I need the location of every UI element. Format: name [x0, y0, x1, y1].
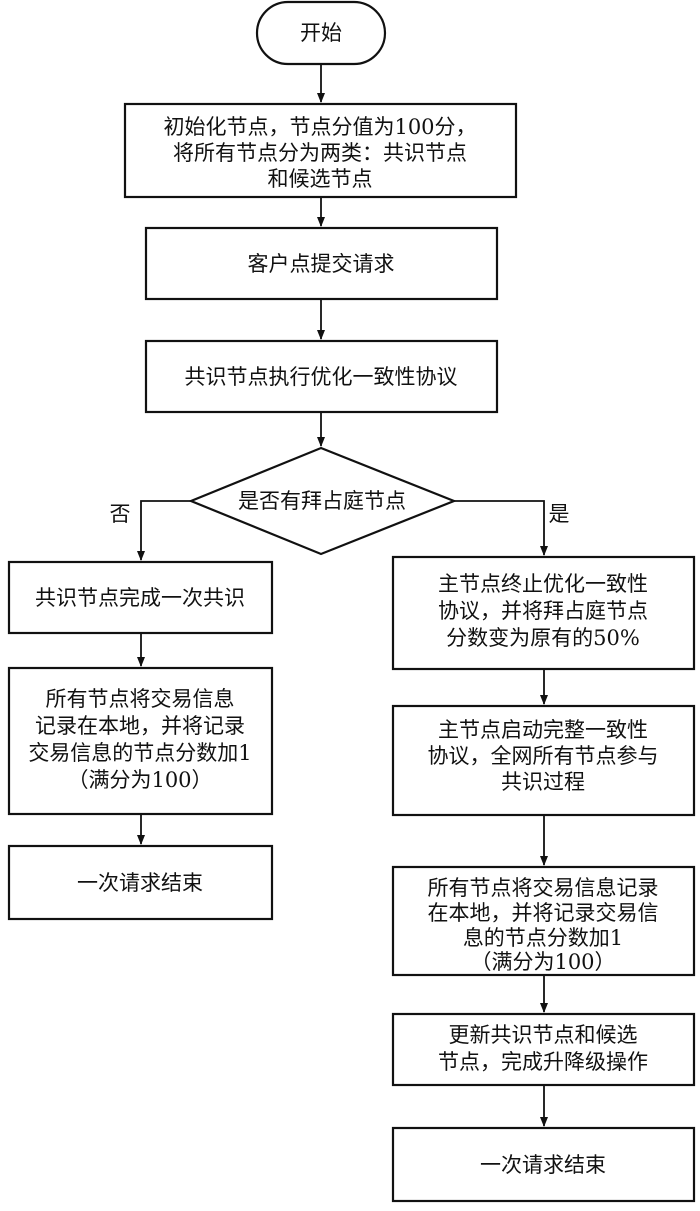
no-record-step: 所有节点将交易信息 记录在本地，并将记录 交易信息的节点分数加1 （满分为100… — [7, 666, 274, 816]
yes-record-line-1: 所有节点将交易信息记录 — [428, 876, 659, 900]
yes-end-label: 一次请求结束 — [480, 1153, 606, 1177]
yes-terminate-line-1: 主节点终止优化一致性 — [438, 572, 648, 596]
execute-step: 共识节点执行优化一致性协议 — [144, 339, 499, 414]
submit-step: 客户点提交请求 — [144, 226, 499, 301]
init-line-1: 初始化节点，节点分值为100分， — [163, 115, 476, 139]
start-label: 开始 — [300, 21, 342, 45]
no-record-line-3: 交易信息的节点分数加1 — [28, 741, 251, 765]
init-step: 初始化节点，节点分值为100分， 将所有节点分为两类：共识节点 和候选节点 — [123, 102, 518, 199]
decision-label: 是否有拜占庭节点 — [238, 489, 406, 513]
yes-update-line-2: 节点，完成升降级操作 — [438, 1050, 648, 1074]
connectors — [137, 64, 548, 1127]
decision-diamond: 是否有拜占庭节点 — [188, 446, 457, 556]
yes-full-line-3: 共识过程 — [501, 770, 585, 794]
yes-end-step: 一次请求结束 — [391, 1126, 696, 1203]
yes-record-step: 所有节点将交易信息记录 在本地，并将记录交易信 息的节点分数加1 （满分为100… — [391, 865, 696, 977]
yes-record-line-2: 在本地，并将记录交易信 — [428, 901, 659, 925]
init-line-3: 和候选节点 — [268, 167, 373, 191]
yes-full-line-2: 协议，全网所有节点参与 — [428, 744, 659, 768]
no-consensus-step: 共识节点完成一次共识 — [7, 560, 274, 635]
yes-record-line-3: 息的节点分数加1 — [463, 926, 623, 950]
no-end-label: 一次请求结束 — [77, 871, 203, 895]
no-record-line-4: （满分为100） — [67, 768, 212, 792]
start-terminal: 开始 — [255, 0, 387, 66]
init-line-2: 将所有节点分为两类：共识节点 — [173, 141, 467, 165]
yes-full-line-1: 主节点启动完整一致性 — [438, 718, 648, 742]
no-end-step: 一次请求结束 — [7, 844, 274, 921]
yes-full-step: 主节点启动完整一致性 协议，全网所有节点参与 共识过程 — [391, 704, 696, 817]
branch-yes-label: 是 — [549, 502, 570, 526]
no-consensus-label: 共识节点完成一次共识 — [35, 586, 245, 610]
no-record-line-1: 所有节点将交易信息 — [46, 687, 235, 711]
yes-update-step: 更新共识节点和候选 节点，完成升降级操作 — [391, 1012, 696, 1087]
no-record-line-2: 记录在本地，并将记录 — [35, 714, 245, 738]
branch-no-label: 否 — [110, 502, 131, 526]
arrow-decision-yes — [454, 500, 548, 556]
yes-update-line-1: 更新共识节点和候选 — [449, 1023, 638, 1047]
yes-terminate-step: 主节点终止优化一致性 协议，并将拜占庭节点 分数变为原有的50% — [391, 555, 696, 671]
arrow-decision-no — [137, 500, 191, 561]
submit-label: 客户点提交请求 — [248, 252, 395, 276]
yes-terminate-line-2: 协议，并将拜占庭节点 — [438, 599, 648, 623]
yes-record-line-4: （满分为100） — [470, 950, 615, 974]
yes-terminate-line-3: 分数变为原有的50% — [446, 626, 640, 650]
execute-label: 共识节点执行优化一致性协议 — [185, 365, 458, 389]
